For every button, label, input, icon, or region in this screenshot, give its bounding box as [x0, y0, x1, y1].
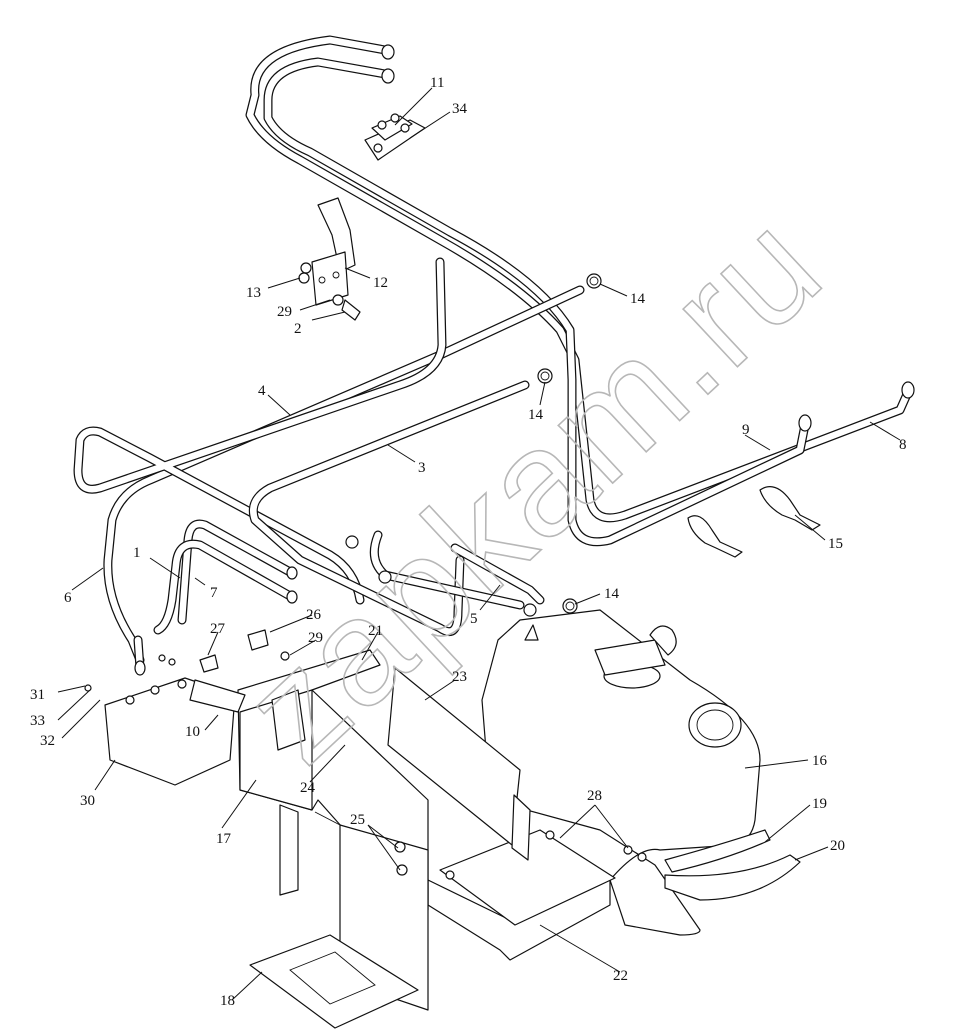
callout-9: 9	[742, 422, 750, 438]
tank-straps	[664, 829, 801, 901]
callout-10: 10	[185, 724, 200, 740]
callout-26: 26	[306, 607, 322, 623]
leader-lines	[57, 87, 901, 1001]
callout-11: 11	[430, 75, 444, 91]
callout-29-upper: 29	[277, 304, 292, 320]
callout-29-lower: 29	[308, 630, 323, 646]
callout-3: 3	[418, 460, 426, 476]
callout-19: 19	[812, 796, 827, 812]
battery-box	[427, 829, 647, 961]
cable-ties	[687, 486, 821, 558]
callout-23: 23	[452, 669, 467, 685]
callout-13: 13	[246, 285, 261, 301]
callout-18: 18	[220, 993, 235, 1009]
callout-2: 2	[294, 321, 302, 337]
callout-4: 4	[258, 383, 266, 399]
callout-24: 24	[300, 780, 316, 796]
callout-21: 21	[368, 623, 383, 639]
callout-34: 34	[452, 101, 468, 117]
bracket-12	[298, 197, 361, 321]
callout-14-low: 14	[604, 586, 620, 602]
callout-20: 20	[830, 838, 845, 854]
callout-28: 28	[587, 788, 602, 804]
fuel-filter	[84, 629, 290, 786]
callout-33: 33	[30, 713, 45, 729]
callout-12: 12	[373, 275, 388, 291]
callout-32: 32	[40, 733, 55, 749]
callout-1: 1	[133, 545, 141, 561]
cover-plate	[387, 667, 531, 861]
callout-30: 30	[80, 793, 95, 809]
callout-14-top: 14	[630, 291, 646, 307]
callout-15: 15	[828, 536, 843, 552]
callout-7: 7	[210, 585, 218, 601]
clamps	[345, 273, 602, 617]
tee-fitting-assembly	[364, 113, 426, 161]
callout-5: 5	[470, 611, 478, 627]
callout-22: 22	[613, 968, 628, 984]
fuel-tank	[481, 609, 761, 936]
callout-17: 17	[216, 831, 232, 847]
callout-27: 27	[210, 621, 226, 637]
callout-8: 8	[899, 437, 907, 453]
base-plate	[249, 934, 419, 1029]
callout-25: 25	[350, 812, 365, 828]
callout-14-mid: 14	[528, 407, 544, 423]
callout-31: 31	[30, 687, 45, 703]
callout-16: 16	[812, 753, 828, 769]
callout-6: 6	[64, 590, 72, 606]
callout-labels: 1 2 3 4 5 6 7 8 9 10 11 12 13 14 14 14 1…	[30, 75, 907, 1009]
